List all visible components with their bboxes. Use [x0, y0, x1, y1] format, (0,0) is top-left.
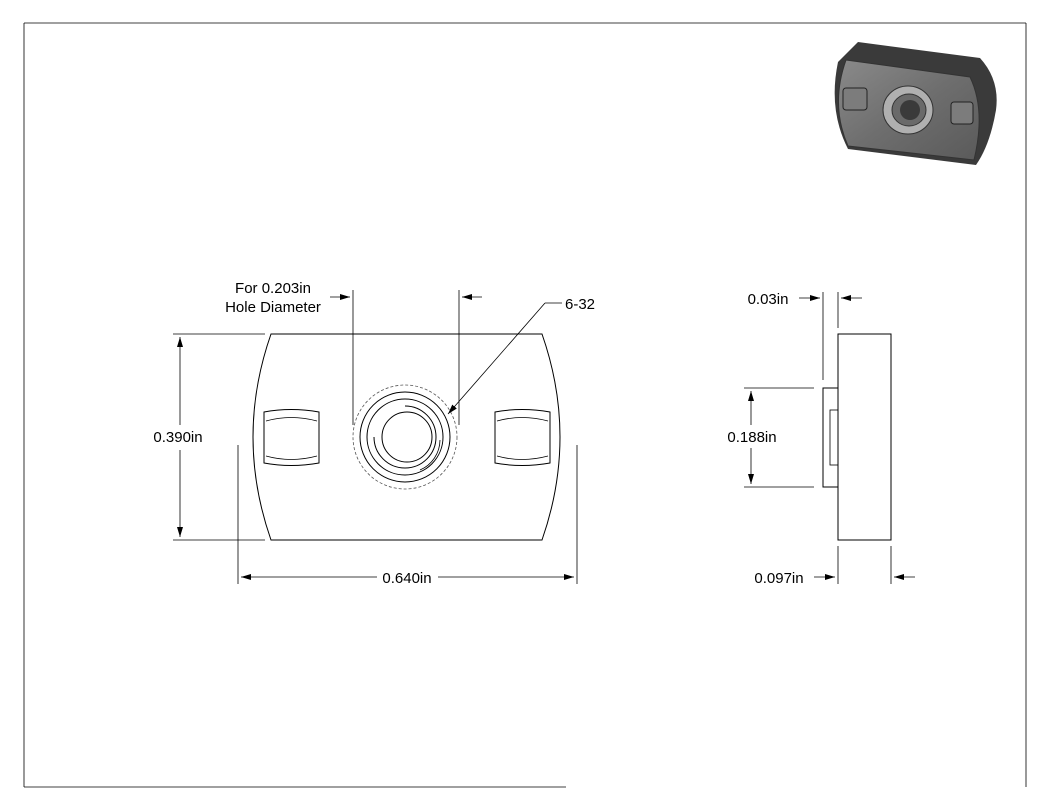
hole-note-line2: Hole Diameter	[225, 299, 321, 316]
thread-label: 6-32	[565, 296, 595, 313]
left-slot	[263, 409, 320, 466]
side-view	[822, 333, 892, 541]
right-slot	[494, 409, 551, 466]
offset-dimension-label: 0.03in	[748, 291, 789, 308]
width-dimension-label: 0.640in	[382, 570, 431, 587]
drawing-frame	[23, 22, 1027, 788]
side-dimensions	[744, 292, 915, 584]
thickness-dimension-label: 0.097in	[754, 570, 803, 587]
height-dimension-label: 0.390in	[153, 429, 202, 446]
isometric-preview	[834, 42, 997, 165]
hole-note-line1: For 0.203in	[235, 280, 311, 297]
threaded-hole	[352, 384, 458, 490]
front-view	[252, 333, 561, 541]
front-dimensions	[173, 290, 578, 584]
boss-dimension-label: 0.188in	[727, 429, 776, 446]
